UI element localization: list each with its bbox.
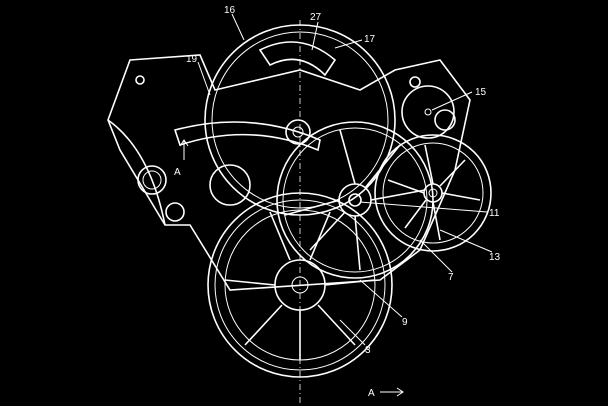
label-17: 17 <box>364 34 376 45</box>
leader-lines <box>197 13 493 346</box>
label-16: 16 <box>224 5 236 16</box>
wheel-13 <box>374 134 492 252</box>
label-13: 13 <box>489 252 501 263</box>
label-9: 9 <box>402 317 408 328</box>
section-arrow-bottom <box>380 387 404 397</box>
label-7: 7 <box>448 272 454 283</box>
label-15: 15 <box>475 87 487 98</box>
label-27: 27 <box>310 12 322 23</box>
bridge-19 <box>173 121 321 152</box>
label-11: 11 <box>489 208 500 219</box>
label-A-bottom: A <box>368 388 375 399</box>
wheel-15 <box>401 85 455 139</box>
label-19: 19 <box>186 54 198 65</box>
label-3: 3 <box>365 345 371 356</box>
upper-wheel <box>209 119 311 206</box>
section-arrow-left <box>179 139 189 160</box>
component-27 <box>258 41 337 77</box>
wheel-11 <box>276 121 434 279</box>
label-A-left: A <box>174 167 181 178</box>
